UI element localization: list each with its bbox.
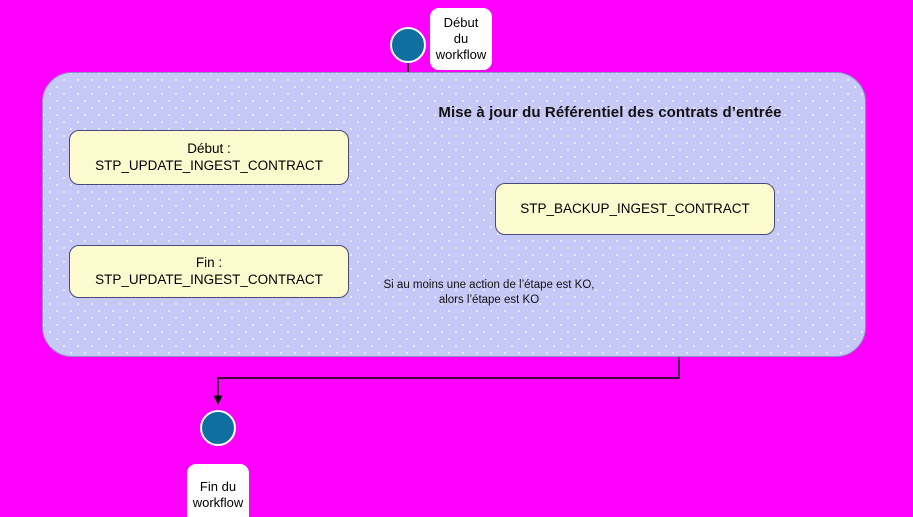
- edge-decision-to-end: [213, 345, 680, 405]
- end-node[interactable]: [200, 410, 236, 446]
- start-node[interactable]: [390, 27, 426, 63]
- activity-backup[interactable]: STP_BACKUP_INGEST_CONTRACT: [495, 183, 775, 235]
- edge-label-ko: Si au moins une action de l’étape est KO…: [383, 279, 595, 306]
- container-title: Mise à jour du Référentiel des contrats …: [438, 104, 782, 121]
- activity-fin-update-line1: Fin :: [195, 254, 223, 270]
- activity-debut-update-line1: Début :: [187, 140, 231, 156]
- activity-debut-update[interactable]: Début : STP_UPDATE_INGEST_CONTRACT: [69, 130, 349, 185]
- activity-fin-update[interactable]: Fin : STP_UPDATE_INGEST_CONTRACT: [69, 245, 349, 298]
- activity-backup-line2: STP_BACKUP_INGEST_CONTRACT: [520, 200, 750, 216]
- activity-debut-update-line2: STP_UPDATE_INGEST_CONTRACT: [95, 157, 323, 173]
- activity-fin-update-line2: STP_UPDATE_INGEST_CONTRACT: [95, 271, 323, 287]
